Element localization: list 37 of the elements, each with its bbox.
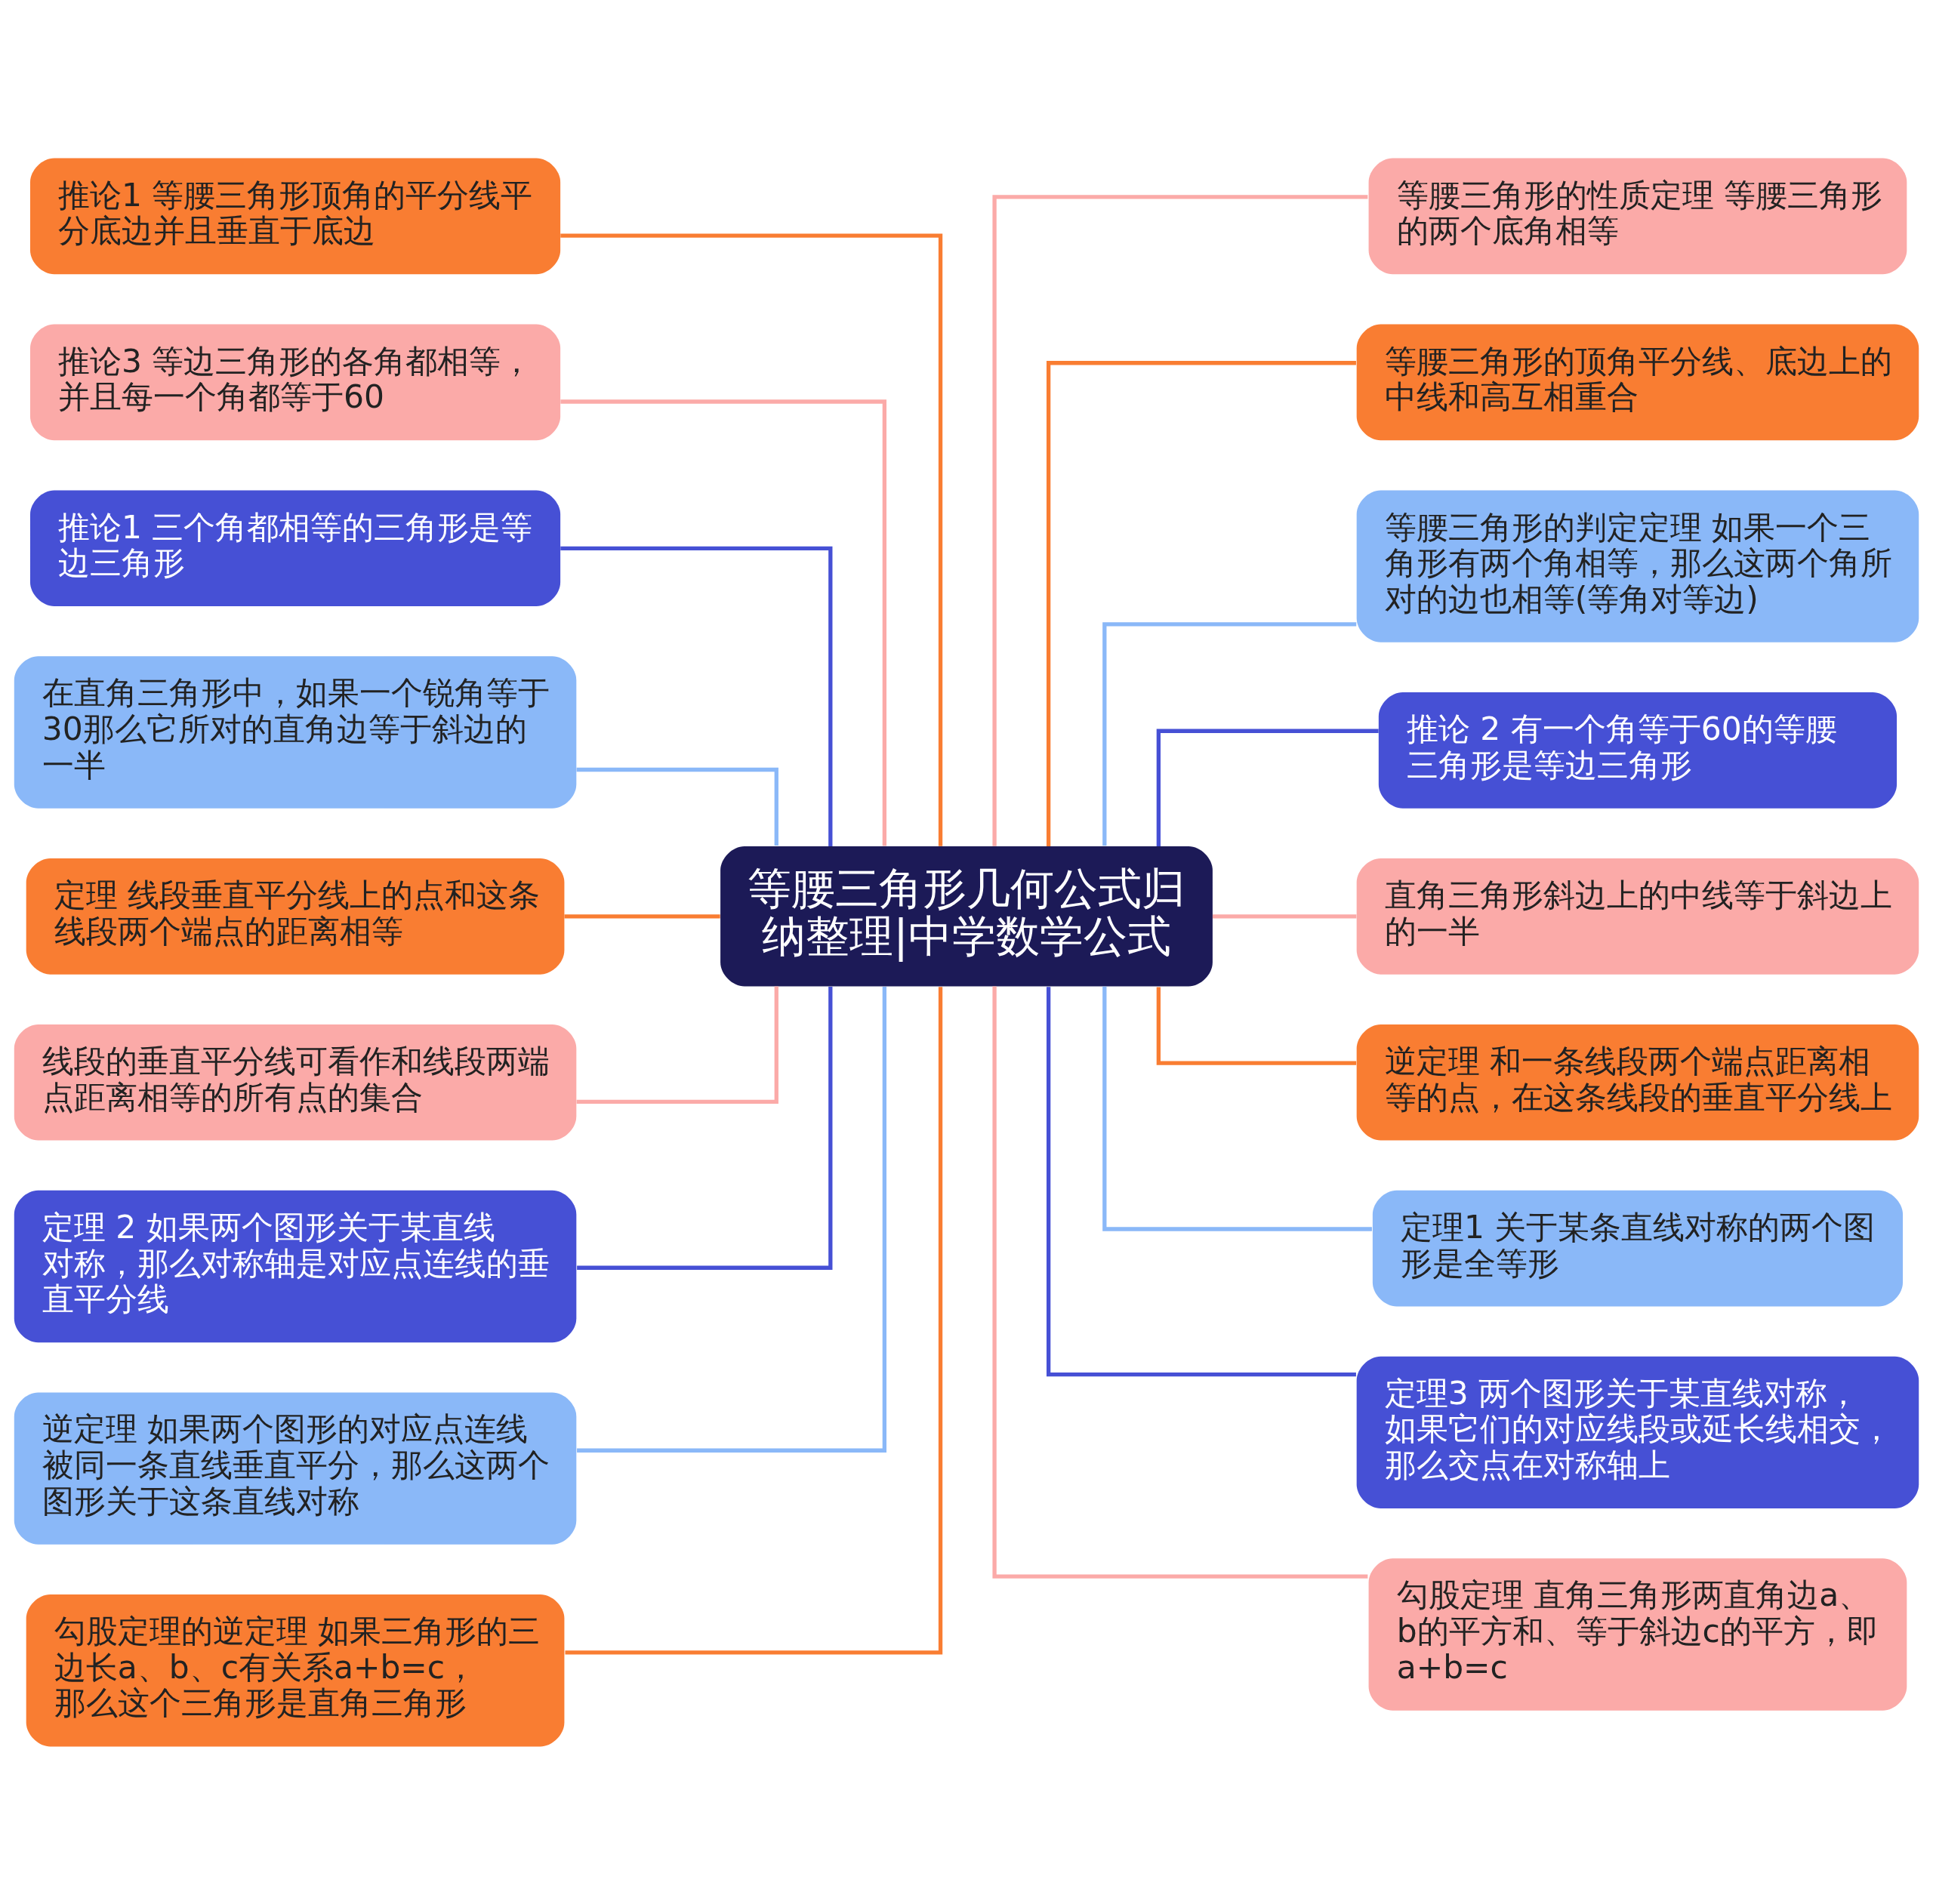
connector [1156, 987, 1357, 1065]
node-box: 定理 2 如果两个图形关于某直线对称，那么对称轴是对应点连线的垂直平分线 [14, 1190, 577, 1342]
connector [1047, 360, 1356, 846]
node-box: 在直角三角形中，如果一个锐角等于30那么它所对的直角边等于斜边的一半 [14, 655, 577, 809]
connector [1047, 986, 1356, 1376]
node-box: 定理1 关于某条直线对称的两个图形是全等形 [1372, 1190, 1903, 1306]
connector [576, 767, 778, 846]
node-box: 等腰三角形的顶角平分线、底边上的中线和高互相重合 [1356, 324, 1919, 440]
node-box: 定理 线段垂直平分线上的点和这条线段两个端点的距离相等 [26, 858, 565, 975]
connector [560, 399, 886, 846]
node-box: 勾股定理 直角三角形两直角边a、b的平方和、等于斜边c的平方，即a+b=c [1368, 1557, 1907, 1711]
connector [560, 233, 943, 846]
connector [564, 913, 720, 918]
node-box: 推论1 三个角都相等的三角形是等边三角形 [30, 489, 561, 606]
connector [1102, 621, 1357, 846]
node-box: 推论 2 有一个角等于60的等腰三角形是等边三角形 [1378, 692, 1898, 809]
connector [560, 546, 833, 846]
node-box: 线段的垂直平分线可看作和线段两端点距离相等的所有点的集合 [14, 1024, 577, 1141]
node-box: 推论3 等边三角形的各角都相等，并且每一个角都等于60 [30, 324, 561, 440]
connector [565, 986, 943, 1654]
node-box: 等腰三角形几何公式归纳整理|中学数学公式 [720, 846, 1213, 987]
node-box: 等腰三角形的判定定理 如果一个三角形有两个角相等，那么这两个角所对的边也相等(等角对等边) [1356, 489, 1919, 642]
connector [1156, 729, 1379, 846]
node-box: 逆定理 和一条线段两个端点距离相等的点，在这条线段的垂直平分线上 [1356, 1024, 1919, 1141]
connector [576, 986, 778, 1104]
node-box: 直角三角形斜边上的中线等于斜边上的一半 [1356, 858, 1919, 975]
node-box: 逆定理 如果两个图形的对应点连线被同一条直线垂直平分，那么这两个图形关于这条直线对称 [14, 1391, 577, 1545]
connector [577, 986, 833, 1270]
connector [1212, 913, 1357, 918]
connector [992, 194, 1368, 846]
connector [1102, 986, 1372, 1231]
node-box: 勾股定理的逆定理 如果三角形的三边长a、b、c有关系a+b=c，那么这个三角形是直角三角形 [26, 1594, 565, 1746]
connector [992, 986, 1368, 1579]
node-box: 推论1 等腰三角形顶角的平分线平分底边并且垂直于底边 [30, 158, 561, 274]
node-box: 定理3 两个图形关于某直线对称，如果它们的对应线段或延长线相交，那么交点在对称轴上 [1356, 1356, 1919, 1508]
connector [577, 986, 886, 1453]
node-box: 等腰三角形的性质定理 等腰三角形的两个底角相等 [1368, 158, 1907, 274]
